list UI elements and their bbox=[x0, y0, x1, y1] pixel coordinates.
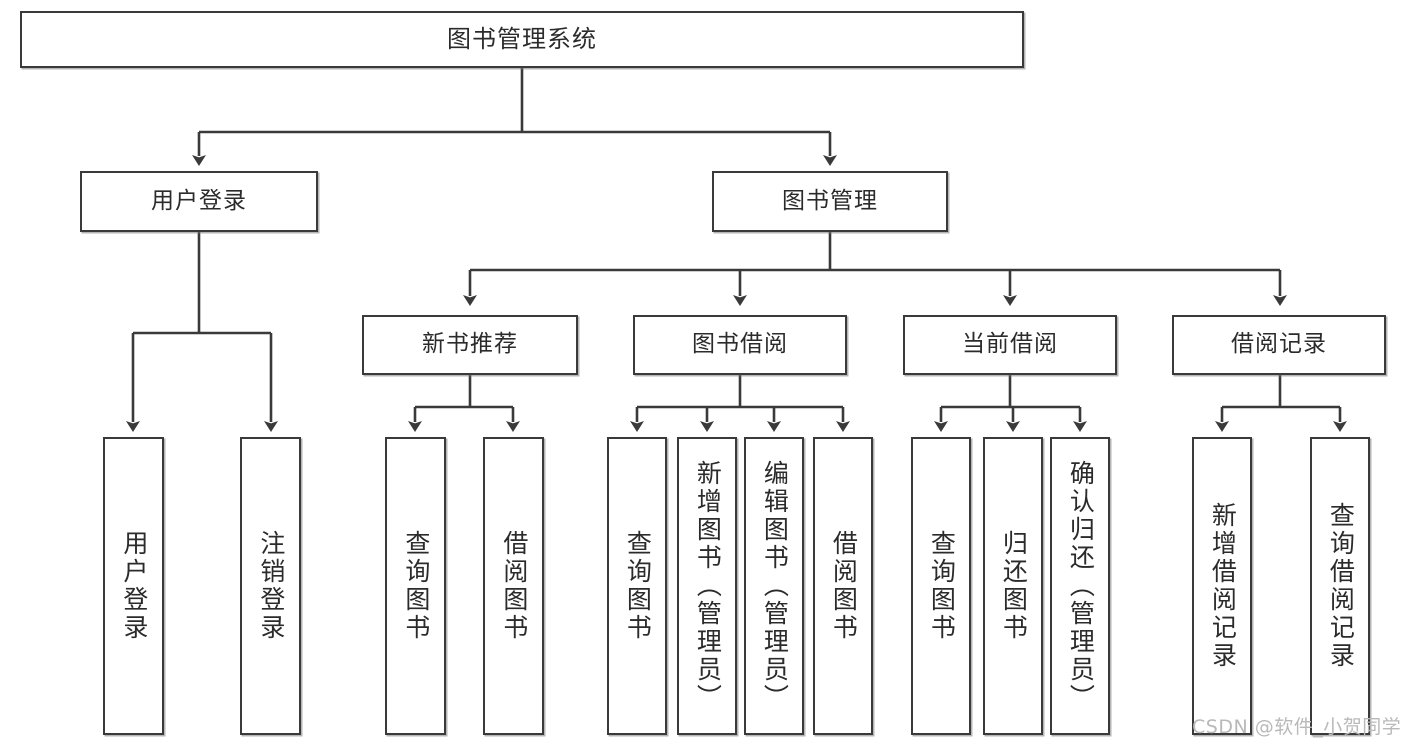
leaf-confirm-return[interactable]: 确认归还（管理员） bbox=[1050, 437, 1110, 735]
leaf-query-book-2-label: 查询图书 bbox=[623, 530, 653, 642]
node-book-manage[interactable]: 图书管理 bbox=[712, 171, 948, 232]
leaf-borrow-book-1-label: 借阅图书 bbox=[499, 530, 529, 642]
leaf-query-book-2[interactable]: 查询图书 bbox=[607, 437, 667, 735]
leaf-borrow-book-2[interactable]: 借阅图书 bbox=[813, 437, 873, 735]
node-borrow-record[interactable]: 借阅记录 bbox=[1172, 315, 1386, 375]
leaf-query-book-3-label: 查询图书 bbox=[927, 530, 957, 642]
leaf-user-login[interactable]: 用户登录 bbox=[103, 437, 164, 735]
node-current-borrow-label: 当前借阅 bbox=[962, 331, 1058, 358]
node-user-login-label: 用户登录 bbox=[151, 187, 247, 214]
leaf-query-book-1[interactable]: 查询图书 bbox=[385, 437, 446, 735]
leaf-query-book-3[interactable]: 查询图书 bbox=[911, 437, 971, 735]
node-new-book-recommend[interactable]: 新书推荐 bbox=[362, 315, 578, 375]
node-borrow-record-label: 借阅记录 bbox=[1231, 331, 1327, 358]
leaf-edit-book-label: 编辑图书（管理员） bbox=[760, 460, 790, 712]
leaf-query-record-label: 查询借阅记录 bbox=[1326, 502, 1356, 670]
leaf-user-login-label: 用户登录 bbox=[119, 530, 149, 642]
leaf-confirm-return-label: 确认归还（管理员） bbox=[1066, 460, 1096, 712]
leaf-borrow-book-1[interactable]: 借阅图书 bbox=[483, 437, 544, 735]
leaf-return-book-label: 归还图书 bbox=[999, 530, 1029, 642]
leaf-query-record[interactable]: 查询借阅记录 bbox=[1310, 437, 1370, 735]
leaf-edit-book[interactable]: 编辑图书（管理员） bbox=[744, 437, 804, 735]
leaf-return-book[interactable]: 归还图书 bbox=[983, 437, 1043, 735]
node-book-manage-label: 图书管理 bbox=[782, 187, 878, 214]
leaf-query-book-1-label: 查询图书 bbox=[401, 530, 431, 642]
leaf-borrow-book-2-label: 借阅图书 bbox=[829, 530, 859, 642]
leaf-add-book[interactable]: 新增图书（管理员） bbox=[677, 437, 737, 735]
node-book-borrow-label: 图书借阅 bbox=[692, 331, 788, 358]
leaf-logout[interactable]: 注销登录 bbox=[240, 437, 301, 735]
node-user-login[interactable]: 用户登录 bbox=[80, 171, 318, 232]
node-root-label: 图书管理系统 bbox=[447, 25, 597, 54]
leaf-add-record-label: 新增借阅记录 bbox=[1208, 502, 1238, 670]
node-book-borrow[interactable]: 图书借阅 bbox=[633, 315, 847, 375]
node-root[interactable]: 图书管理系统 bbox=[20, 11, 1024, 68]
leaf-add-book-label: 新增图书（管理员） bbox=[693, 460, 723, 712]
node-new-book-recommend-label: 新书推荐 bbox=[422, 331, 518, 358]
leaf-add-record[interactable]: 新增借阅记录 bbox=[1192, 437, 1252, 735]
leaf-logout-label: 注销登录 bbox=[256, 530, 286, 642]
node-current-borrow[interactable]: 当前借阅 bbox=[903, 315, 1117, 375]
csdn-watermark: CSDN @软件_小贺同学 bbox=[1192, 716, 1402, 738]
